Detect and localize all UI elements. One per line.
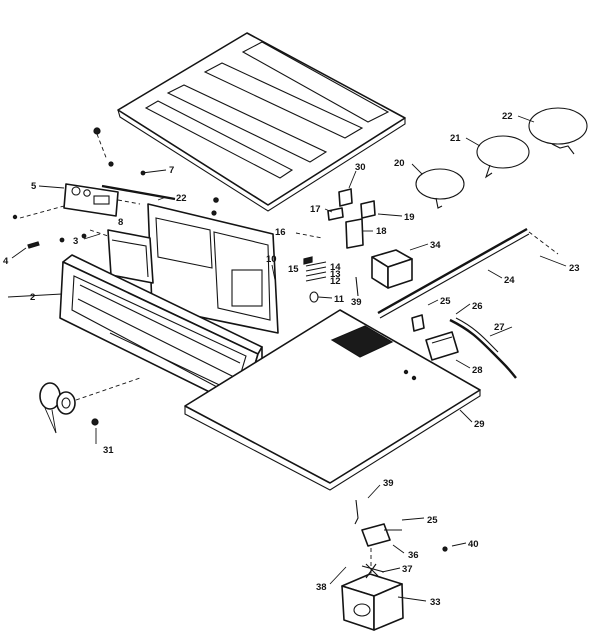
callout-3: 3 — [73, 236, 78, 247]
callout-39-upper: 39 — [351, 297, 362, 308]
callout-34: 34 — [430, 240, 441, 251]
callout-25-upper: 25 — [440, 296, 451, 307]
heating-rings — [415, 107, 588, 209]
callout-2: 2 — [30, 292, 35, 303]
wire-connectors — [303, 256, 327, 282]
callout-37: 37 — [402, 564, 413, 575]
control-panel-plate — [19, 183, 141, 219]
callout-4: 4 — [3, 256, 9, 267]
callout-22-trim: 22 — [176, 193, 187, 204]
side-bracket — [89, 229, 154, 284]
callout-11: 11 — [334, 294, 345, 305]
lower-box-assembly — [341, 499, 404, 631]
callout-40: 40 — [468, 539, 479, 550]
callout-15: 15 — [288, 264, 299, 275]
callout-27: 27 — [494, 322, 505, 333]
callout-22-ring: 22 — [502, 111, 513, 122]
callout-23: 23 — [569, 263, 580, 274]
callout-16: 16 — [275, 227, 286, 238]
base-plate — [184, 309, 481, 491]
callout-31: 31 — [103, 445, 114, 456]
callout-5: 5 — [31, 181, 37, 192]
terminal-block-and-cord — [411, 314, 517, 379]
relay-box — [371, 249, 413, 289]
callout-30: 30 — [355, 162, 366, 173]
callout-20: 20 — [394, 158, 405, 169]
callout-39-lower: 39 — [383, 478, 394, 489]
screw-hardware — [12, 127, 448, 552]
callout-29: 29 — [474, 419, 485, 430]
callout-28: 28 — [472, 365, 483, 376]
callout-38: 38 — [316, 582, 327, 593]
callout-10: 10 — [266, 254, 277, 265]
fastener-11 — [309, 276, 359, 303]
callout-19: 19 — [404, 212, 415, 223]
callout-36: 36 — [408, 550, 419, 561]
callout-13: 13 — [330, 269, 341, 280]
support-rod — [377, 227, 559, 319]
callout-18: 18 — [376, 226, 387, 237]
callout-24: 24 — [504, 275, 515, 286]
switch-components — [295, 188, 376, 249]
callout-leaders — [7, 115, 567, 602]
trim-strip — [101, 169, 176, 201]
callout-14: 14 — [330, 262, 341, 273]
callout-33: 33 — [430, 597, 441, 608]
callout-17: 17 — [310, 204, 321, 215]
knob — [39, 377, 141, 434]
callout-8: 8 — [118, 217, 123, 228]
callout-25-lower: 25 — [427, 515, 438, 526]
callout-12: 12 — [330, 276, 341, 287]
callout-7: 7 — [169, 165, 174, 176]
top-cover-panel — [117, 32, 406, 212]
callout-21: 21 — [450, 133, 461, 144]
callout-26: 26 — [472, 301, 483, 312]
callout-labels: 2 3 4 5 7 8 10 11 12 13 14 15 16 17 18 1… — [3, 111, 580, 608]
